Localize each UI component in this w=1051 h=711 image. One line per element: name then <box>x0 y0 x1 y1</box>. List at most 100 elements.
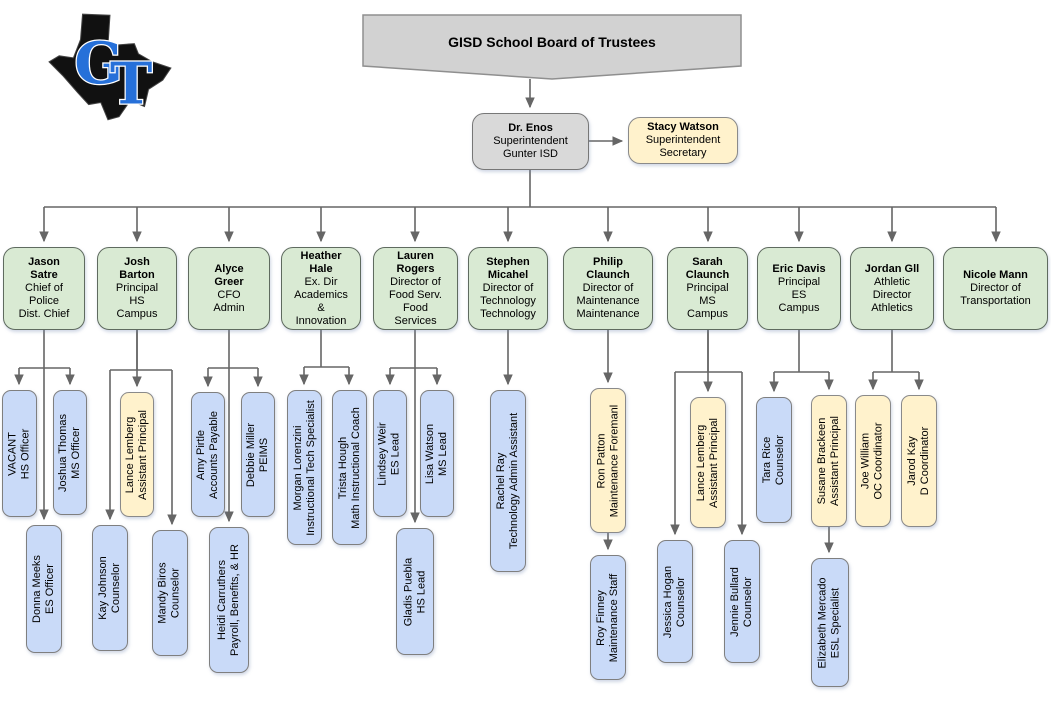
person-name: Rachel Ray <box>495 452 508 510</box>
person-name: Susane Brackeen <box>816 417 828 505</box>
person-role: MS Officer <box>70 426 83 479</box>
person-name: Lance Lemberg <box>695 424 707 501</box>
person-name: Lisa Watson <box>424 423 436 484</box>
texas-shape <box>48 13 172 121</box>
person-role: D Coordinator <box>919 426 932 496</box>
person-name: Jennie Bullard <box>729 566 741 637</box>
person-role: Instructional Tech Specialist <box>304 399 317 536</box>
person-name: VACANT <box>6 431 19 476</box>
person-role: Assistant Principal <box>708 417 720 508</box>
person-role: Counselor <box>675 576 687 627</box>
person-name: Lance Lemberg <box>124 416 136 493</box>
person-role: Superintendent Gunter ISD <box>493 135 568 160</box>
person-role: Technology Admin Assistant <box>508 412 521 550</box>
person-name: Jordan Gll <box>864 262 920 275</box>
person-name: Eric Davis <box>772 262 826 275</box>
person-name: Joshua Thomas <box>57 413 70 492</box>
person-role: Director of Transportation <box>960 282 1031 307</box>
node-director-josh-barton: Josh Barton Principal HS Campus <box>97 247 177 330</box>
person-role: Director of Technology Technology <box>480 282 536 320</box>
person-name: Philip Claunch <box>586 256 630 281</box>
person-name: Roy Finney <box>595 589 607 646</box>
person-role: Principal ES Campus <box>777 275 821 314</box>
person-role: MS Lead <box>437 431 449 476</box>
person-name: Ron Patton <box>595 432 608 489</box>
person-role: Math Instructional Coach <box>349 406 362 529</box>
node-director-heather-hale: Heather Hale Ex. Dir Academics & Innovat… <box>281 247 361 330</box>
person-role: Assistant Principal <box>137 409 149 500</box>
node-director-philip-claunch: Philip Claunch Director of Maintenance M… <box>563 247 653 330</box>
person-name: Debbie Miller <box>245 422 258 487</box>
person-name: Nicole Mann <box>963 269 1028 281</box>
person-role: ES Lead <box>390 432 403 475</box>
person-role: Counselor <box>110 562 123 614</box>
person-role: Director of Food Serv. Food Services <box>389 275 442 327</box>
person-name: Gladis Puebla <box>402 557 414 626</box>
person-role: Counselor <box>774 434 787 486</box>
node-director-sarah-claunch: Sarah Claunch Principal MS Campus <box>667 247 748 330</box>
node-director-lauren-rogers: Lauren Rogers Director of Food Serv. Foo… <box>373 247 458 330</box>
person-role: OC Coordinator <box>873 422 886 500</box>
person-role: Accounts Payable <box>208 410 220 499</box>
node-director-stephen-micahel: Stephen Micahel Director of Technology T… <box>468 247 548 330</box>
person-role: HS Lead <box>415 570 427 613</box>
person-name: Jason Satre <box>28 256 60 281</box>
person-role: HS Officer <box>19 428 32 479</box>
person-name: Josh Barton <box>119 256 155 281</box>
logo-letter-g: G <box>74 31 123 97</box>
person-name: Trista Hough <box>336 436 349 499</box>
person-name: Stacy Watson <box>647 121 719 133</box>
person-role: Director of Maintenance Maintenance <box>576 282 640 320</box>
person-name: Elizabeth Mercado <box>817 576 830 669</box>
person-role: Payroll, Benefits, & HR <box>229 544 241 656</box>
person-role: CFO Admin <box>213 288 245 314</box>
person-role: Assistant Principal <box>829 416 841 506</box>
person-name: Kay Johnson <box>97 556 110 620</box>
person-role: Ex. Dir Academics & Innovation <box>294 275 348 327</box>
person-role: Counselor <box>742 576 754 627</box>
person-role: Maintenance Staff <box>608 573 620 662</box>
node-director-nicole-mann: Nicole Mann Director of Transportation <box>943 247 1048 330</box>
node-director-jordan-gll: Jordan Gll Athletic Director Athletics <box>850 247 934 330</box>
board-of-trustees-banner: GISD School Board of Trustees <box>362 14 742 80</box>
banner-title: GISD School Board of Trustees <box>448 34 656 50</box>
person-name: Dr. Enos <box>508 122 553 134</box>
node-director-jason-satre: Jason Satre Chief of Police Dist. Chief <box>3 247 85 330</box>
person-role: Counselor <box>170 567 183 619</box>
person-role: Chief of Police Dist. Chief <box>18 282 70 320</box>
person-name: Sarah Claunch <box>685 256 730 281</box>
node-superintendent-secretary: Stacy Watson Superintendent Secretary <box>628 117 738 164</box>
node-director-eric-davis: Eric Davis Principal ES Campus <box>757 247 841 330</box>
person-name: Alyce Greer <box>214 262 244 288</box>
person-name: Jessica Hogan <box>662 565 674 638</box>
person-role: Principal MS Campus <box>686 282 729 320</box>
person-name: Jarod Kay <box>906 436 919 486</box>
person-name: Stephen Micahel <box>486 256 530 281</box>
person-name: Lauren Rogers <box>396 249 435 275</box>
person-name: Mandy Biros <box>157 562 170 624</box>
node-director-alyce-greer: Alyce Greer CFO Admin <box>188 247 270 330</box>
